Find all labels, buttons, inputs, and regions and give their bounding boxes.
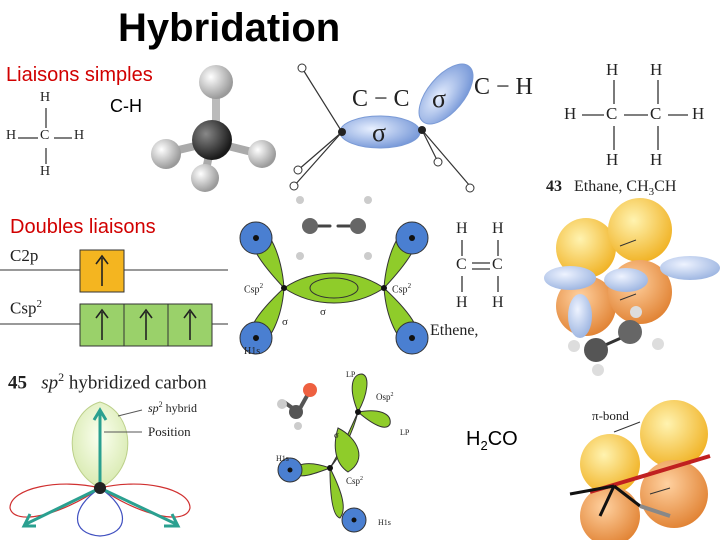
ethene-h2: H (492, 220, 504, 237)
ethene-h3: H (456, 294, 468, 311)
ethene-lewis-graphic (461, 240, 499, 292)
ethane-h1: H (606, 60, 619, 79)
h1s-label: H1s (244, 346, 261, 357)
ethane-c2: C (650, 104, 662, 123)
ethane-caption: 43 Ethane, CH3CH (546, 178, 677, 199)
pi-bond-model (569, 400, 711, 540)
lp-label-right: LP (400, 428, 410, 437)
ethene-orbital-diagram (239, 196, 429, 355)
pi-bond-label: π-bond (592, 408, 629, 423)
c2p-label: C2p (10, 246, 39, 265)
page-title: Hybridation (118, 6, 341, 50)
ethane-h5: H (606, 150, 619, 169)
csp2-right-label: Csp2 (392, 282, 412, 296)
ethane-lewis-graphic (582, 80, 688, 150)
sigma-left-label: σ (282, 316, 288, 328)
methane-h-bottom: H (40, 164, 51, 179)
ethane-h3: H (564, 104, 577, 123)
csp2-left-label: Csp2 (244, 282, 264, 296)
ethane-c1: C (606, 104, 618, 123)
energy-diagram-graphic (0, 249, 228, 347)
methane-h-left: H (6, 128, 17, 143)
methane-c: C (40, 128, 50, 143)
ethane-h6: H (650, 150, 663, 169)
ethane-h4: H (692, 104, 705, 123)
section-double-bonds: Doubles liaisons (10, 216, 156, 238)
sp2-hybrid-label: sp2 hybrid (148, 400, 198, 415)
sp2-carbon-diagram (9, 401, 191, 537)
h2co-h1s-label-left: H1s (276, 454, 289, 463)
ethene-h4: H (492, 294, 504, 311)
ch-bond-label: C-H (110, 96, 142, 116)
h2co-h1s-label-bottom: H1s (378, 518, 391, 527)
h2co-orbital-diagram (277, 373, 391, 533)
sp2-carbon-heading: 45 sp2 hybridized carbon (8, 370, 207, 394)
ethane-lewis: H H H C C H H H 43 Ethane, CH3CH (546, 58, 720, 208)
section-single-bonds: Liaisons simples (6, 64, 153, 86)
ethene-caption: Ethene, (430, 322, 479, 339)
lp-label-top: LP (346, 370, 356, 379)
sigma-cc-label: C − C (352, 86, 410, 112)
csp2-label: Csp2 (10, 298, 42, 318)
sigma-center-label: σ (320, 306, 326, 318)
ethene-h1: H (456, 220, 468, 237)
ethene-pi-model (544, 198, 720, 376)
ethene-lewis: H H C C H H Ethene, (430, 220, 546, 340)
methane-h-top: H (40, 90, 51, 105)
position-label: Position (148, 424, 191, 439)
h2co-sigma-label: σ (334, 430, 339, 440)
methane-h-right: H (74, 128, 85, 143)
h2co-csp2-label: Csp2 (346, 476, 364, 486)
sigma-ch-label: C − H (474, 74, 533, 100)
sigma-bond-diagram (289, 63, 475, 193)
ethane-h2: H (650, 60, 663, 79)
sigma-label-ch: σ (432, 84, 447, 113)
energy-diagram: C2p Csp2 (0, 240, 232, 350)
methane-lewis-graphic (18, 108, 72, 164)
ethene-c1: C (456, 256, 467, 273)
ethene-c2: C (492, 256, 503, 273)
sigma-label-cc: σ (372, 118, 387, 147)
h2co-label: H2CO (466, 428, 518, 453)
methane-3d-model (151, 65, 276, 192)
methane-lewis: H H C H H (0, 90, 100, 190)
osp2-label: Osp2 (376, 392, 394, 402)
